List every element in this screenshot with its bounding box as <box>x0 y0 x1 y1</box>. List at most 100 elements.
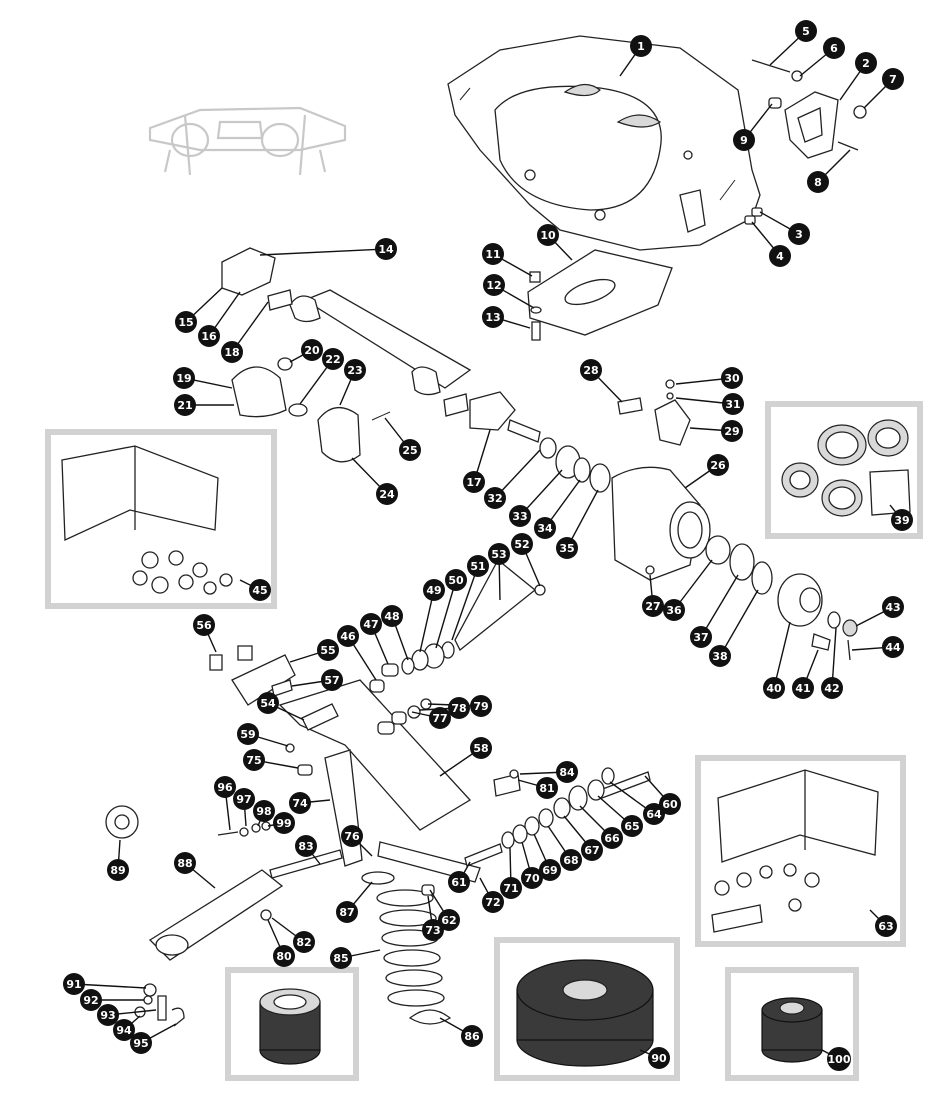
callout-43-label: 43 <box>885 601 900 614</box>
callout-84-marker <box>556 761 578 783</box>
callout-22-label: 22 <box>325 353 340 366</box>
callout-97: 97 <box>233 788 255 810</box>
callout-82-marker <box>293 931 315 953</box>
callout-76: 76 <box>341 825 363 847</box>
callout-17: 17 <box>463 471 485 493</box>
callout-57-label: 57 <box>324 674 339 687</box>
callout-27-label: 27 <box>645 600 660 613</box>
callout-45-marker <box>249 579 271 601</box>
chassis-location-thumbnail <box>148 106 347 176</box>
callout-83-marker <box>295 835 317 857</box>
callout-92-marker <box>80 989 102 1011</box>
callout-18-marker <box>221 341 243 363</box>
ring-34 <box>573 457 591 483</box>
callout-23: 23 <box>344 359 366 381</box>
callout-73-label: 73 <box>425 924 440 937</box>
callout-17-marker <box>463 471 485 493</box>
callout-85: 85 <box>330 947 352 969</box>
callout-14-label: 14 <box>378 243 394 256</box>
callout-30-label: 30 <box>724 372 740 385</box>
callout-37-label: 37 <box>693 631 708 644</box>
washer-68 <box>538 808 554 828</box>
callout-99-label: 99 <box>276 817 291 830</box>
callout-59-marker <box>237 723 259 745</box>
seal-kit-panel-45 <box>45 429 277 609</box>
callout-72: 72 <box>482 891 504 913</box>
callout-57: 57 <box>321 669 343 691</box>
callout-67-label: 67 <box>584 844 599 857</box>
callout-76-marker <box>341 825 363 847</box>
callout-79: 79 <box>470 695 492 717</box>
nut-30 <box>665 379 675 389</box>
callout-95-label: 95 <box>133 1037 148 1050</box>
callout-5: 5 <box>795 20 817 42</box>
callout-19: 19 <box>173 367 195 389</box>
callout-15-marker <box>175 311 197 333</box>
callout-53: 53 <box>488 543 510 565</box>
callout-3-label: 3 <box>795 228 803 241</box>
callout-80: 80 <box>273 945 295 967</box>
callout-32-label: 32 <box>487 492 502 505</box>
nut-7 <box>853 105 867 119</box>
callout-8-marker <box>807 171 829 193</box>
callout-86-label: 86 <box>464 1030 480 1043</box>
callout-60-label: 60 <box>662 798 678 811</box>
callout-30: 30 <box>721 367 743 389</box>
callout-39-label: 39 <box>894 514 909 527</box>
callout-25-marker <box>399 439 421 461</box>
callout-71-label: 71 <box>503 882 518 895</box>
callout-63: 63 <box>875 915 897 937</box>
callout-3-marker <box>788 223 810 245</box>
bush-66 <box>568 785 588 811</box>
callout-21: 21 <box>174 394 196 416</box>
callout-11-label: 11 <box>485 248 500 261</box>
callout-56: 56 <box>193 614 215 636</box>
callout-35-label: 35 <box>559 542 574 555</box>
callout-19-label: 19 <box>176 372 191 385</box>
leader-51 <box>451 565 479 641</box>
callout-1-marker <box>630 35 652 57</box>
callout-16-marker <box>198 325 220 347</box>
bolt-96 <box>217 831 239 836</box>
callout-48-label: 48 <box>384 610 399 623</box>
callout-20-marker <box>301 339 323 361</box>
bracket-29 <box>654 399 691 446</box>
callout-8: 8 <box>807 171 829 193</box>
callout-98-label: 98 <box>256 805 271 818</box>
callout-63-label: 63 <box>878 920 893 933</box>
callout-34: 34 <box>534 517 556 539</box>
callout-37-marker <box>690 626 712 648</box>
callout-9: 9 <box>733 129 755 151</box>
callout-10: 10 <box>537 224 559 246</box>
hub-bore <box>799 587 821 613</box>
callout-43: 43 <box>882 596 904 618</box>
callout-93-marker <box>97 1004 119 1026</box>
callout-99: 99 <box>273 812 295 834</box>
callout-98-marker <box>253 800 275 822</box>
mounting-plate <box>527 249 673 336</box>
callout-67: 67 <box>581 839 603 861</box>
callout-74: 74 <box>289 792 311 814</box>
callout-82: 82 <box>293 931 315 953</box>
callout-45-label: 45 <box>252 584 267 597</box>
pin-61 <box>464 843 503 867</box>
callout-65: 65 <box>621 815 643 837</box>
callout-80-marker <box>273 945 295 967</box>
callout-92-label: 92 <box>83 994 98 1007</box>
callout-22-marker <box>322 348 344 370</box>
callout-67-marker <box>581 839 603 861</box>
crossmember <box>447 35 761 251</box>
callout-66-marker <box>601 827 623 849</box>
callout-43-marker <box>882 596 904 618</box>
callout-90-label: 90 <box>651 1052 667 1065</box>
callout-64-marker <box>643 803 665 825</box>
callout-61: 61 <box>448 871 470 893</box>
callout-25-label: 25 <box>402 444 417 457</box>
callout-2-label: 2 <box>862 57 870 70</box>
cover-19 <box>231 366 287 418</box>
callout-38: 38 <box>709 645 731 667</box>
nut-43 <box>842 619 858 637</box>
callout-27: 27 <box>642 595 664 617</box>
callout-53-label: 53 <box>491 548 506 561</box>
nut-52 <box>534 584 546 596</box>
